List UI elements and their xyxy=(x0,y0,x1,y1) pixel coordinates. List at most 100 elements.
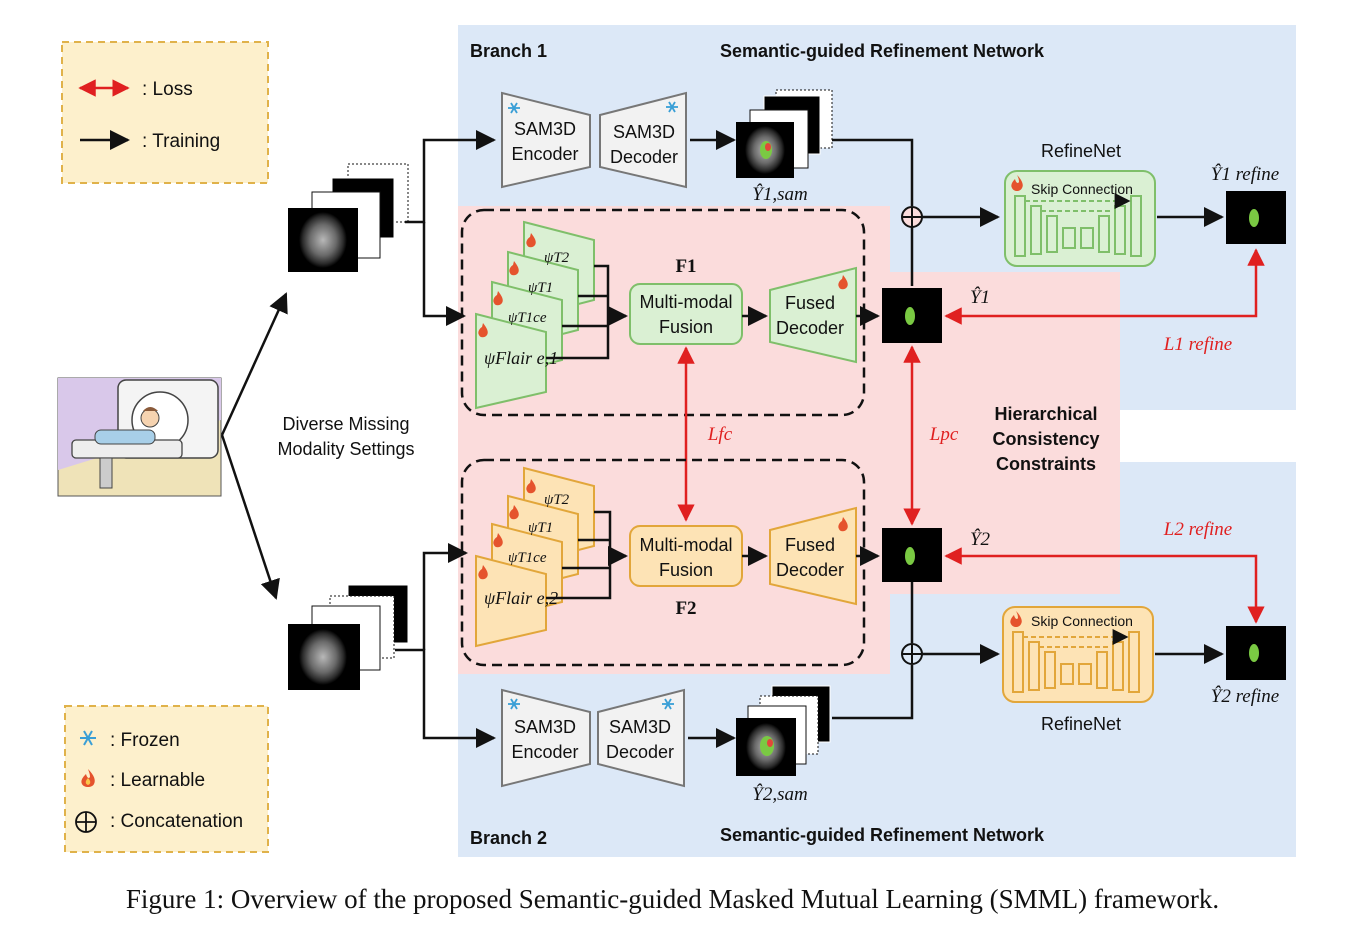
branch2-title: Semantic-guided Refinement Network xyxy=(720,825,1045,845)
concat-legend-label: : Concatenation xyxy=(110,811,243,832)
branch1-sam-output-stack xyxy=(736,89,833,178)
pred1-mask xyxy=(905,307,915,325)
sam2-to-concat xyxy=(832,665,914,720)
pred2-mask xyxy=(905,547,915,565)
pc-loss-label: Lpc xyxy=(929,424,959,445)
loss-legend-label: : Loss xyxy=(142,79,193,100)
refine2-mask xyxy=(1249,644,1259,662)
refine1-mask xyxy=(1249,209,1259,227)
branch1-skip-label: Skip Connection xyxy=(1031,181,1133,197)
branch1-encoder-label-2: Encoder xyxy=(511,144,578,164)
flame-icon xyxy=(1011,175,1023,191)
branch1-fusion xyxy=(629,283,743,345)
branch2-modality-flair: ψFlair e,2 xyxy=(484,588,558,608)
frozen-legend-label: : Frozen xyxy=(110,730,180,751)
branch2-fused-decoder xyxy=(769,506,857,606)
branch2-input-connector xyxy=(395,648,496,748)
branch2-encoder-label-2: Encoder xyxy=(511,742,578,762)
branch2-fusion-label-2: Fusion xyxy=(659,560,713,580)
branch2-modality-t1: ψT1 xyxy=(528,520,553,536)
branch1-feature-label: F1 xyxy=(675,256,696,277)
framework-diagram: : Loss : Training : Frozen : Learnable :… xyxy=(57,25,1296,857)
branch2-input-to-modalities xyxy=(422,543,468,650)
branch2-refine-loss-arrow xyxy=(944,547,1265,624)
branch2-fused-decoder-label-1: Fused xyxy=(785,535,835,555)
flame-icon xyxy=(478,233,536,338)
branch1-refine-output-label: Ŷ1 refine xyxy=(1211,163,1279,185)
arrow-to-branch2-input xyxy=(220,434,280,600)
flame-icon xyxy=(478,479,536,580)
branch2-modality-t2: ψT2 xyxy=(544,492,570,508)
legend-bottom xyxy=(64,705,269,853)
branch1-sam3d-encoder xyxy=(501,91,591,189)
flame-icon xyxy=(81,769,95,787)
branch1-sam3d-decoder xyxy=(599,91,687,189)
flame-icon xyxy=(838,275,848,290)
branch2-encoder-label-1: SAM3D xyxy=(514,717,576,737)
branch2-pred-label: Ŷ2 xyxy=(970,528,991,550)
snowflake-icon xyxy=(508,102,520,114)
branch2-refine-output-label: Ŷ2 refine xyxy=(1211,685,1279,707)
branch1-concat-icon xyxy=(901,206,923,228)
hcc-label-line1: Hierarchical xyxy=(994,404,1097,424)
branch2-sam-output-label: Ŷ2,sam xyxy=(752,783,807,805)
arrow-to-branch1-input xyxy=(220,292,288,436)
branch1-modality-t2: ψT2 xyxy=(544,250,570,266)
branch2-fused-decoder-label-2: Decoder xyxy=(776,560,844,580)
hcc-label-line2: Consistency xyxy=(992,429,1099,449)
branch2-modality-t1ce: ψT1ce xyxy=(508,550,547,566)
learnable-legend-label: : Learnable xyxy=(110,770,205,791)
branch1-modality-t1: ψT1 xyxy=(528,280,553,296)
branch1-refine-loss-label: L1 refine xyxy=(1163,334,1232,355)
branch2-skip-label: Skip Connection xyxy=(1031,613,1133,629)
branch1-encoder-label-1: SAM3D xyxy=(514,119,576,139)
branch1-fusion-label-2: Fusion xyxy=(659,317,713,337)
branch1-modality-t1ce: ψT1ce xyxy=(508,310,547,326)
branch1-input-connector xyxy=(405,130,496,224)
branch2-decoder-label-2: Decoder xyxy=(606,742,674,762)
branch2-unet-blocks xyxy=(1012,629,1140,693)
fc-loss-label: Lfc xyxy=(707,424,733,445)
branch2-fusion-label-1: Multi-modal xyxy=(639,535,732,555)
snowflake-icon xyxy=(80,730,96,746)
branch1-label: Branch 1 xyxy=(470,41,547,61)
snowflake-icon xyxy=(508,698,520,710)
branch1-fused-decoder-label-1: Fused xyxy=(785,293,835,313)
legend-top xyxy=(61,41,269,184)
branch1-input-stack xyxy=(288,163,409,272)
branch1-refinenet-label: RefineNet xyxy=(1041,141,1121,161)
branch1-decoder-label-1: SAM3D xyxy=(613,122,675,142)
mri-scanner-illustration xyxy=(57,377,222,497)
branch2-refinenet-label: RefineNet xyxy=(1041,714,1121,734)
missing-modality-label-line2: Modality Settings xyxy=(277,439,414,459)
branch1-sam-output-label: Ŷ1,sam xyxy=(752,183,807,205)
branch1-fused-decoder-label-2: Decoder xyxy=(776,318,844,338)
branch1-decoder-label-2: Decoder xyxy=(610,147,678,167)
branch2-input-stack xyxy=(288,584,409,690)
branch2-sam3d-decoder xyxy=(597,688,685,788)
branch1-input-to-modalities xyxy=(422,222,466,326)
figure-caption: Figure 1: Overview of the proposed Seman… xyxy=(125,884,1220,914)
branch1-fused-decoder xyxy=(769,266,857,364)
branch2-modality-encoders xyxy=(475,466,595,648)
branch2-sam3d-encoder xyxy=(501,688,591,788)
sam1-to-concat xyxy=(832,138,914,206)
branch2-label: Branch 2 xyxy=(470,828,547,848)
missing-modality-label-line1: Diverse Missing xyxy=(282,414,409,434)
concat-icon xyxy=(75,811,97,833)
flame-icon xyxy=(838,517,848,532)
branch1-title: Semantic-guided Refinement Network xyxy=(720,41,1045,61)
branch1-fusion-label-1: Multi-modal xyxy=(639,292,732,312)
branch2-refine-loss-label: L2 refine xyxy=(1163,519,1232,540)
snowflake-icon xyxy=(662,698,674,710)
snowflake-icon xyxy=(666,101,678,113)
branch2-concat-icon xyxy=(901,643,923,665)
branch2-feature-label: F2 xyxy=(675,598,696,619)
training-legend-label: : Training xyxy=(142,131,220,152)
hcc-label-line3: Constraints xyxy=(996,454,1096,474)
branch1-modality-flair: ψFlair e,1 xyxy=(484,348,558,368)
branch1-pred-label: Ŷ1 xyxy=(970,286,990,308)
branch2-decoder-label-1: SAM3D xyxy=(609,717,671,737)
flame-icon xyxy=(1010,611,1022,627)
branch2-sam-output-stack xyxy=(736,685,831,776)
